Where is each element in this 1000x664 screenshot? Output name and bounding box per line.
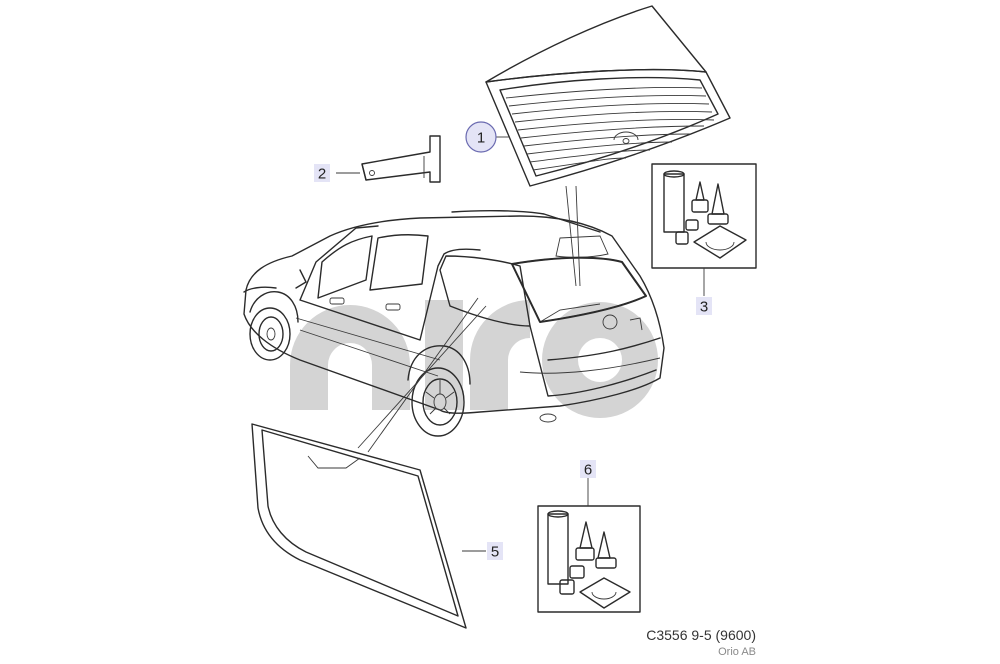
bracket-part-2 <box>361 135 441 183</box>
adhesive-kit-part-3 <box>651 163 757 269</box>
callout-label-1: 1 <box>477 130 485 147</box>
callout-label-6: 6 <box>584 462 592 479</box>
leader-lines <box>336 136 705 552</box>
car-body-illustration <box>243 209 665 437</box>
heater-grid-lines <box>505 87 715 171</box>
orio-watermark-logo <box>290 300 658 418</box>
callout-label-2: 2 <box>318 166 326 183</box>
diagram-credit: Orio AB <box>718 646 756 658</box>
callout-label-5: 5 <box>491 544 499 561</box>
callout-3: 3 <box>696 297 712 316</box>
callout-5: 5 <box>487 542 503 561</box>
callout-2: 2 <box>314 164 330 183</box>
side-window-part-5 <box>251 423 467 629</box>
callout-1: 1 <box>465 121 497 153</box>
rear-window-part-1 <box>485 5 731 187</box>
callout-6: 6 <box>580 460 596 479</box>
adhesive-kit-part-6 <box>537 505 641 613</box>
diagram-caption: C3556 9-5 (9600) <box>646 627 756 643</box>
callout-label-3: 3 <box>700 299 708 316</box>
